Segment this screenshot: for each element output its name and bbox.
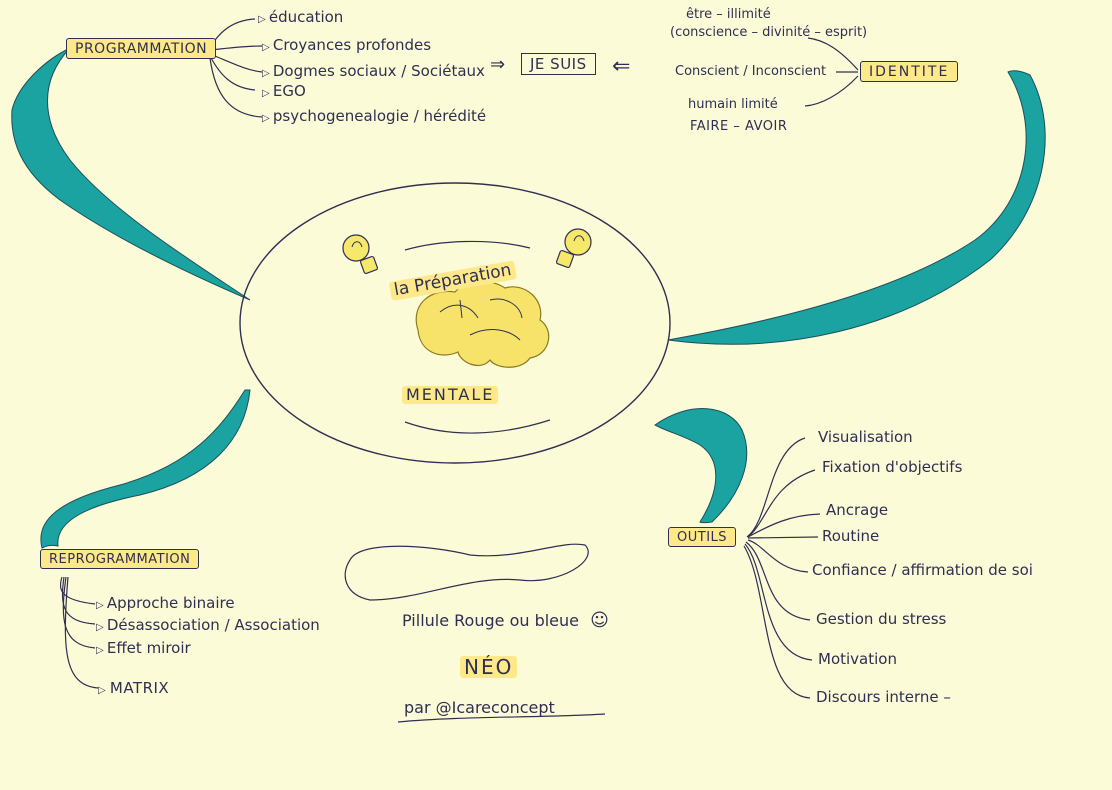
reprogrammation-node: REPROGRAMMATION (40, 549, 200, 569)
programmation-item-psycho: ▷ psychogenealogie / hérédité (262, 107, 487, 125)
outils-item-fixation: Fixation d'objectifs (822, 458, 963, 476)
outils-connectors (743, 437, 821, 699)
programmation-item-psycho-text: psychogenealogie / hérédité (272, 107, 487, 125)
footer-neo: NÉO (460, 656, 518, 678)
programmation-item-education: ▷ éducation (258, 8, 344, 26)
central-ellipse (239, 182, 671, 464)
je-suis-node: JE SUIS (521, 53, 596, 75)
identite-item-faire: FAIRE – AVOIR (690, 119, 788, 134)
identite-node: IDENTITE (860, 61, 959, 82)
programmation-item-ego-text: EGO (272, 82, 306, 100)
programmation-item-ego: ▷ EGO (262, 82, 306, 100)
identite-item-conscient: Conscient / Inconscient (675, 64, 827, 79)
reprogrammation-item-matrix: ▷ MATRIX (98, 679, 170, 697)
footer-pill-text: Pillule Rouge ou bleue (402, 611, 580, 630)
branch-programmation (11, 47, 251, 301)
outils-node: OUTILS (668, 527, 737, 547)
programmation-item-dogmes: ▷ Dogmes sociaux / Sociétaux (262, 62, 485, 80)
reprogrammation-item-approche-text: Approche binaire (106, 594, 235, 612)
inner-arc-bottom (404, 419, 551, 434)
brain-icon (415, 281, 550, 368)
lightbulb-icon-left (342, 234, 379, 275)
outils-item-stress: Gestion du stress (816, 610, 947, 628)
footer-pill-line: Pillule Rouge ou bleue ☺ (402, 612, 609, 630)
outils-item-discours: Discours interne – (816, 688, 951, 706)
reprogrammation-item-desassociation-text: Désassociation / Association (106, 616, 320, 634)
programmation-item-croyances-text: Croyances profondes (272, 36, 432, 54)
reprogrammation-connectors (59, 576, 99, 689)
smiley-icon: ☺ (590, 610, 609, 631)
outils-item-ancrage: Ancrage (826, 501, 889, 519)
programmation-node: PROGRAMMATION (66, 38, 217, 59)
reprogrammation-item-approche: ▷ Approche binaire (96, 594, 235, 612)
reprogrammation-item-effet-text: Effet miroir (106, 639, 191, 657)
programmation-item-croyances: ▷ Croyances profondes (262, 36, 432, 54)
pill-shape (344, 543, 589, 601)
branch-reprogrammation (40, 389, 251, 549)
reprogrammation-item-matrix-text: MATRIX (109, 679, 170, 697)
identite-item-humain: humain limité (688, 97, 778, 112)
outils-item-motivation: Motivation (818, 650, 897, 668)
programmation-item-dogmes-text: Dogmes sociaux / Sociétaux (272, 62, 485, 80)
identite-item-etre: être – illimité (686, 7, 771, 22)
footer-underline (397, 713, 606, 723)
lightbulb-icon-right (555, 228, 592, 269)
outils-item-routine: Routine (822, 527, 880, 545)
arrow-right-icon: ⇒ (490, 54, 506, 75)
programmation-connectors (209, 18, 263, 118)
center-title-line2: MENTALE (402, 386, 499, 404)
footer-credit: par @Icareconcept (404, 698, 555, 717)
identite-item-conscience: (conscience – divinité – esprit) (670, 25, 868, 40)
outils-item-confiance: Confiance / affirmation de soi (812, 561, 1033, 579)
branch-outils (654, 408, 748, 524)
reprogrammation-item-effet: ▷ Effet miroir (96, 639, 191, 657)
identite-connectors (804, 37, 859, 107)
branch-identite (667, 70, 1046, 345)
reprogrammation-item-desassociation: ▷ Désassociation / Association (96, 616, 320, 634)
programmation-item-education-text: éducation (268, 8, 344, 26)
inner-arc-top (404, 240, 531, 251)
arrow-left-icon: ⇐ (612, 54, 631, 79)
outils-item-visualisation: Visualisation (818, 428, 913, 446)
